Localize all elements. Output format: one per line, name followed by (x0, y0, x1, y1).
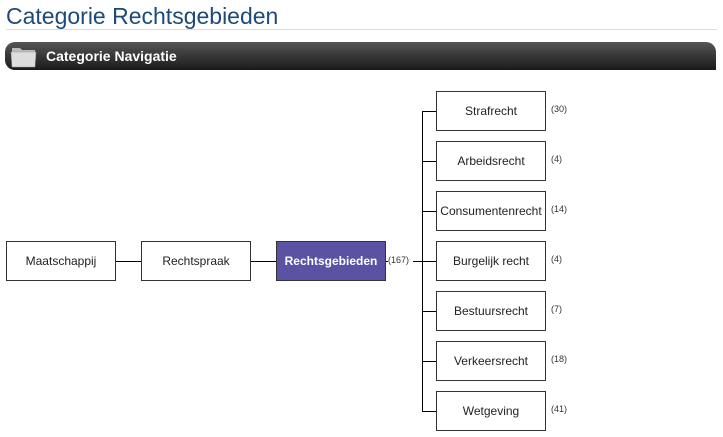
folder-icon (10, 48, 37, 68)
node-maatschappij[interactable]: Maatschappij (6, 241, 116, 281)
connector (386, 261, 388, 262)
node-label: Strafrecht (464, 104, 518, 118)
connector (116, 261, 141, 262)
node-rechtsgebieden-current[interactable]: Rechtsgebieden (276, 241, 386, 281)
child-category-node[interactable]: Consumentenrecht (436, 191, 546, 231)
node-label: Consumentenrecht (440, 204, 542, 218)
child-category-node[interactable]: Verkeersrecht (436, 341, 546, 381)
child-count: (7) (551, 304, 562, 314)
child-count: (41) (551, 404, 568, 414)
connector (422, 161, 436, 162)
node-rechtspraak[interactable]: Rechtspraak (141, 241, 251, 281)
node-label: Verkeersrecht (453, 354, 529, 368)
connector (422, 411, 436, 412)
child-category-node[interactable]: Strafrecht (436, 91, 546, 131)
child-count: (4) (551, 254, 562, 264)
connector (422, 261, 436, 262)
node-label: Bestuursrecht (453, 304, 529, 318)
child-category-node[interactable]: Arbeidsrecht (436, 141, 546, 181)
node-label: Rechtspraak (162, 254, 230, 268)
child-count: (30) (551, 104, 568, 114)
connector (422, 361, 436, 362)
page-title: Categorie Rechtsgebieden (6, 3, 279, 29)
connector (413, 261, 422, 262)
node-count: (167) (388, 255, 410, 265)
connector (422, 211, 436, 212)
divider (6, 29, 717, 30)
node-label: Wetgeving (462, 404, 520, 418)
panel-header: Categorie Navigatie (5, 42, 716, 70)
child-count: (4) (551, 154, 562, 164)
panel-title: Categorie Navigatie (46, 48, 177, 64)
child-category-node[interactable]: Burgelijk recht (436, 241, 546, 281)
node-label: Burgelijk recht (452, 254, 530, 268)
node-label: Maatschappij (25, 254, 97, 268)
child-count: (14) (551, 204, 568, 214)
node-label: Rechtsgebieden (284, 254, 378, 268)
child-count: (18) (551, 354, 568, 364)
connector (422, 111, 436, 112)
child-category-node[interactable]: Bestuursrecht (436, 291, 546, 331)
connector (422, 311, 436, 312)
child-category-node[interactable]: Wetgeving (436, 391, 546, 431)
connector (251, 261, 276, 262)
node-label: Arbeidsrecht (457, 154, 525, 168)
